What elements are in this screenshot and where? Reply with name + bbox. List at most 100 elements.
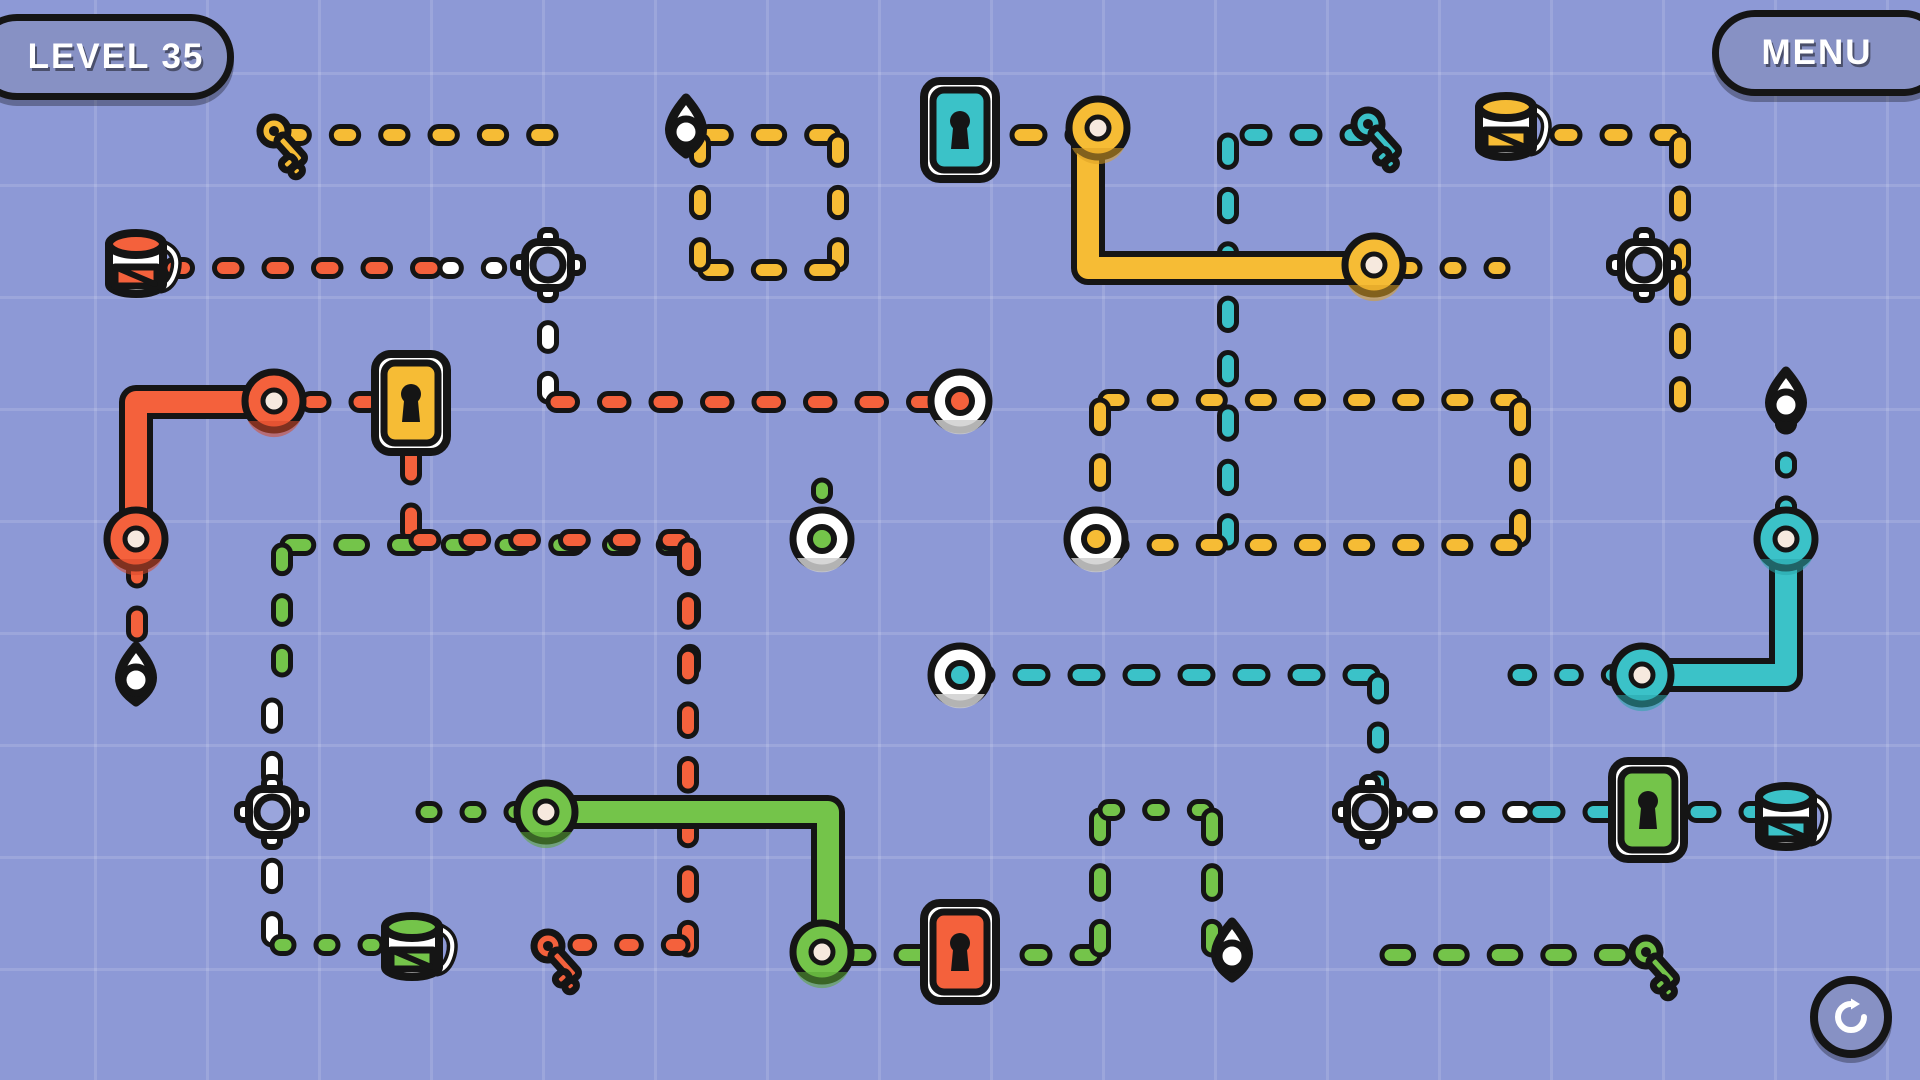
drop-inner: [119, 663, 153, 697]
node-green-mid[interactable]: [789, 506, 855, 573]
dash-segment: [1201, 807, 1223, 847]
restart-button[interactable]: [1810, 976, 1892, 1058]
bucket-red-left[interactable]: [105, 229, 182, 298]
red-mid-col-down[interactable]: [408, 529, 691, 551]
yellow-right-col-down[interactable]: [1669, 269, 1691, 413]
yellow-solid-elbow[interactable]: [1071, 113, 1385, 285]
teal-to-green-door[interactable]: [1527, 801, 1621, 823]
dash-segment: [1146, 389, 1179, 411]
green-left-col-down[interactable]: [271, 542, 293, 678]
bucket-label-slash: [1762, 817, 1808, 840]
dash-segment: [1554, 664, 1584, 686]
dash-segment: [126, 605, 148, 643]
dash-segment: [1019, 944, 1053, 966]
dash-segment: [1379, 944, 1417, 966]
dash-segment: [811, 477, 833, 504]
green-bottom-left-row[interactable]: [269, 934, 385, 956]
node-red-upper[interactable]: [241, 368, 307, 438]
socket-lower-right[interactable]: [1332, 774, 1408, 850]
keyhole-stem: [402, 401, 420, 422]
yellow-node-right-run[interactable]: [1395, 257, 1511, 279]
key-hole: [543, 941, 553, 951]
node-shade: [935, 694, 985, 709]
door-yellow-mid[interactable]: [371, 350, 451, 456]
node-core: [1628, 661, 1656, 689]
keyhole-top: [1638, 791, 1658, 811]
key-yellow-top[interactable]: [251, 111, 318, 181]
bucket-label-slash: [1482, 127, 1528, 150]
node-core: [808, 938, 836, 966]
red-door-down[interactable]: [400, 445, 422, 543]
yellow-drop-loop[interactable]: [689, 124, 849, 281]
green-door-to-drop-loop[interactable]: [1019, 799, 1223, 966]
node-green-bottom[interactable]: [789, 919, 855, 989]
red-node-to-door[interactable]: [299, 391, 381, 413]
dash-segment: [1195, 389, 1228, 411]
dash-segment: [271, 643, 293, 678]
dash-segment: [269, 934, 297, 956]
node-green-upper-left[interactable]: [513, 779, 579, 849]
door-red-bottom[interactable]: [920, 899, 1000, 1005]
node-shade: [797, 558, 847, 573]
yellow-big-loop[interactable]: [1089, 389, 1531, 556]
green-to-node-row[interactable]: [415, 801, 531, 823]
dash-segment: [1392, 389, 1425, 411]
white-socket-to-teal[interactable]: [1407, 801, 1533, 823]
dash-segment: [597, 391, 632, 413]
door-green-right[interactable]: [1608, 757, 1688, 863]
node-yellow-mid[interactable]: [1063, 506, 1129, 573]
node-red-row-end[interactable]: [927, 368, 993, 435]
bucket-yellow-top[interactable]: [1475, 92, 1552, 161]
node-core: [260, 387, 288, 415]
key-hole: [1641, 947, 1651, 957]
red-bucket-to-white-run[interactable]: [162, 257, 443, 279]
socket-right-upper[interactable]: [1606, 227, 1682, 303]
node-teal-mid[interactable]: [927, 642, 993, 709]
red-key-to-col[interactable]: [567, 934, 691, 956]
teal-solid-elbow[interactable]: [1623, 523, 1803, 692]
key-red-bottom[interactable]: [525, 926, 592, 996]
node-core: [1360, 251, 1388, 279]
dash-segment: [1502, 801, 1533, 823]
green-left-loop[interactable]: [279, 534, 701, 678]
dash-segment: [677, 865, 699, 903]
node-teal-right[interactable]: [1753, 506, 1819, 576]
key-shape: [256, 113, 309, 181]
red-col-long-down[interactable]: [677, 537, 699, 958]
node-teal-lower-right[interactable]: [1609, 642, 1675, 712]
node-yellow-right[interactable]: [1341, 232, 1407, 302]
red-solid-elbow[interactable]: [119, 385, 289, 557]
key-shape: [1350, 106, 1403, 174]
socket-lower-left[interactable]: [234, 774, 310, 850]
key-teal-top[interactable]: [1345, 104, 1412, 174]
dash-segment: [1239, 124, 1273, 146]
node-red-left-lower[interactable]: [103, 506, 169, 576]
dash-segment: [459, 801, 487, 823]
node-yellow-top[interactable]: [1065, 95, 1131, 165]
dash-segment: [212, 257, 245, 279]
dash-segment: [660, 934, 691, 956]
socket-upper-left[interactable]: [510, 227, 586, 303]
yellow-key-top-left-run[interactable]: [279, 124, 559, 146]
menu-button[interactable]: MENU: [1712, 10, 1920, 96]
teal-mid-row-run[interactable]: [957, 664, 1381, 686]
green-bottom-right-run[interactable]: [1379, 944, 1631, 966]
bucket-teal-right[interactable]: [1755, 782, 1832, 851]
dash-segment: [1669, 132, 1691, 169]
teal-vertical-from-key[interactable]: [1217, 132, 1239, 551]
green-solid-elbow[interactable]: [529, 795, 845, 972]
node-shade: [1760, 559, 1812, 576]
teal-top-key-run[interactable]: [1239, 124, 1373, 146]
keyhole-stem: [951, 950, 969, 971]
red-long-row-to-node[interactable]: [545, 391, 941, 413]
solid-path-fill: [1629, 529, 1797, 686]
drop-inner: [669, 115, 703, 149]
dash-segment: [427, 124, 460, 146]
dash-segment: [261, 857, 283, 895]
bucket-green-bottom[interactable]: [381, 912, 458, 981]
door-teal-top[interactable]: [920, 77, 1000, 183]
dash-segment: [1599, 124, 1633, 146]
key-green-bottom[interactable]: [1623, 932, 1690, 1002]
bucket-label-slash: [112, 264, 158, 287]
